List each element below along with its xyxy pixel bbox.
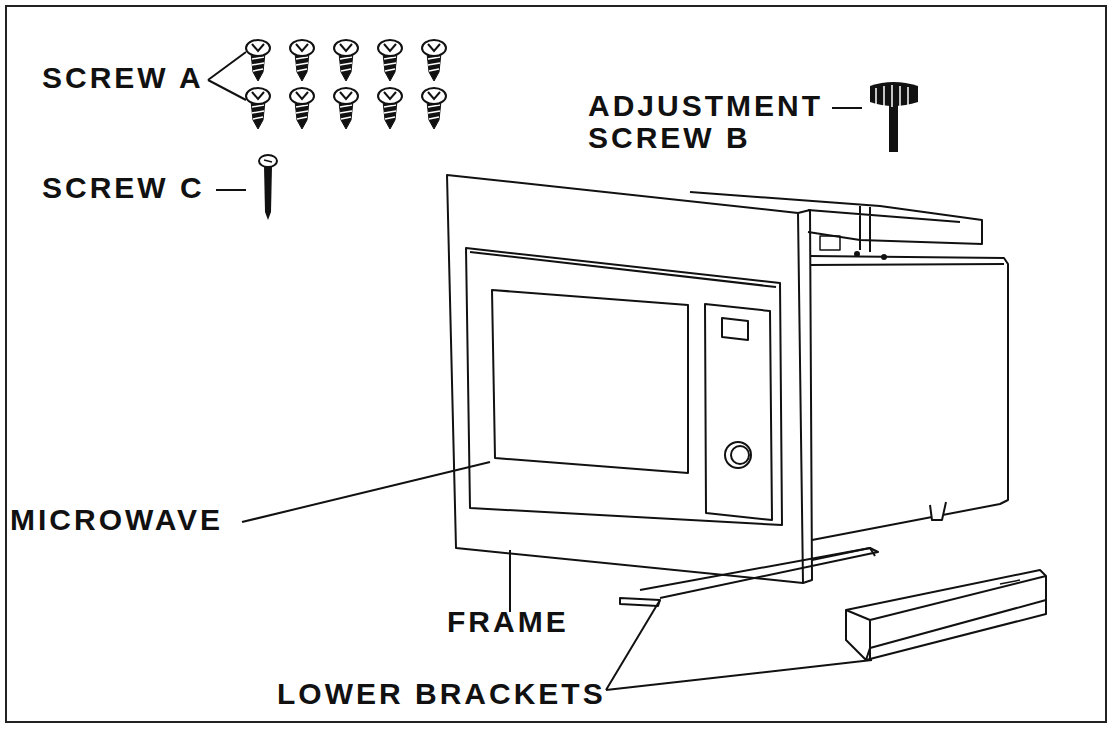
- part-label: SCREW A: [42, 62, 262, 94]
- illustration-part: [378, 88, 402, 129]
- adjustment-screw-b: [870, 82, 918, 152]
- illustration-part: [846, 576, 1046, 660]
- illustration-part: [820, 236, 840, 250]
- screw-a-group: [246, 40, 446, 129]
- illustration-part: [334, 88, 358, 129]
- illustration-part: [705, 304, 772, 520]
- illustration-part: [422, 88, 446, 129]
- illustration-part: [378, 40, 402, 81]
- illustration-part: [246, 88, 270, 129]
- illustration-part: [1000, 580, 1020, 584]
- illustration-part: [246, 40, 270, 81]
- illustration-part: [876, 85, 908, 107]
- illustration-part: [725, 442, 751, 468]
- illustration-part: [264, 160, 272, 162]
- illustration-part: [290, 40, 314, 81]
- illustration-part: [470, 252, 776, 287]
- part-label: SCREW C: [42, 172, 242, 204]
- microwave-illustration: [447, 175, 1046, 660]
- illustration-part: [870, 82, 918, 106]
- leader-line: [216, 189, 246, 191]
- outer-border: [6, 6, 1106, 722]
- illustration-part: [812, 548, 875, 560]
- illustration-part: [798, 210, 812, 583]
- illustration-part: [930, 502, 946, 520]
- leader-line: [509, 550, 511, 612]
- illustration-part: [492, 290, 688, 473]
- leader-line: [606, 600, 872, 690]
- illustration-part: [889, 100, 898, 152]
- leader-line: [832, 107, 862, 109]
- illustration-part: [810, 264, 1004, 265]
- illustration-part: [290, 88, 314, 129]
- part-label: FRAME: [447, 606, 607, 638]
- illustration-part: [722, 318, 748, 340]
- illustration-part: [259, 155, 277, 167]
- illustration-part: [422, 40, 446, 81]
- illustration-part: [810, 256, 1008, 540]
- illustration-part: [808, 206, 960, 252]
- part-label: ADJUSTMENT SCREW B: [588, 90, 850, 154]
- leader-line: [208, 52, 246, 100]
- illustration-part: [334, 40, 358, 81]
- illustration-part: [846, 570, 1046, 660]
- illustration-part: [855, 252, 859, 256]
- illustration-part: [731, 446, 749, 464]
- illustration-part: [620, 548, 878, 606]
- part-label: LOWER BRACKETS: [277, 678, 657, 710]
- leader-line: [242, 462, 490, 522]
- illustration-part: [466, 248, 782, 525]
- part-label: MICROWAVE: [10, 504, 270, 536]
- screw-c: [259, 155, 277, 220]
- illustration-part: [264, 166, 272, 220]
- illustration-part: [447, 175, 803, 583]
